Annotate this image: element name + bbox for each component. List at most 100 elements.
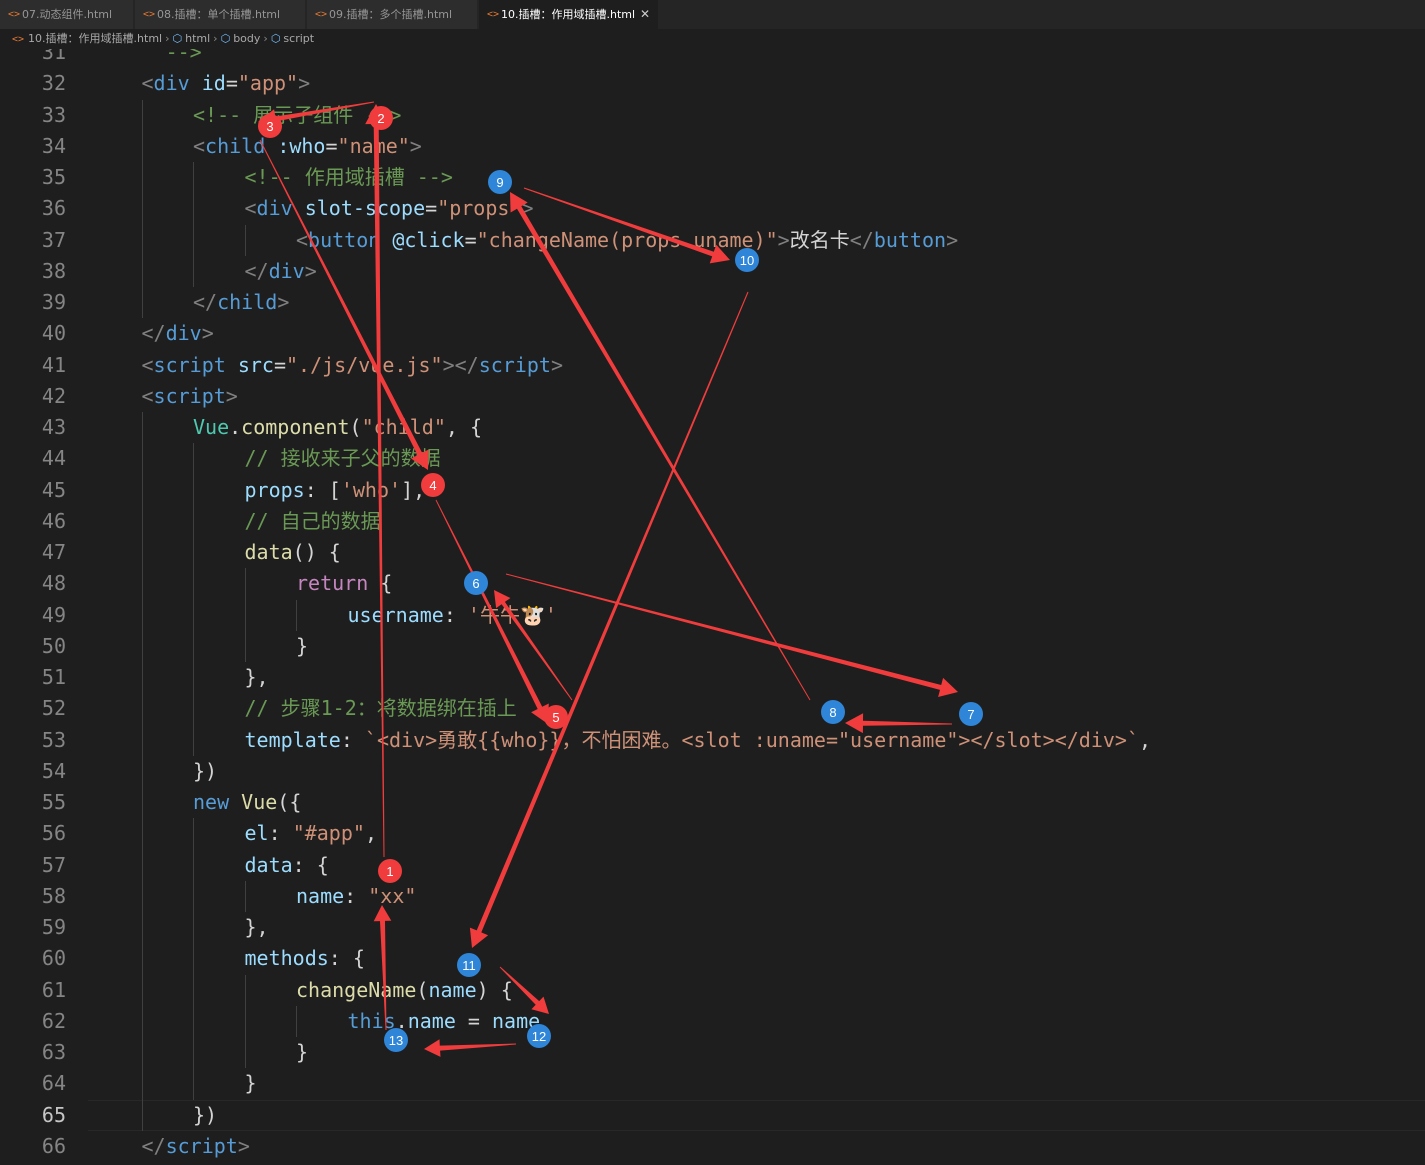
code-line[interactable]: <!-- 展示子组件 -->	[193, 100, 401, 131]
indent-guide	[141, 599, 143, 631]
line-number: 42	[41, 383, 66, 408]
line-number: 62	[41, 1008, 66, 1033]
indent-guide	[193, 724, 194, 756]
code-token: <	[193, 133, 206, 158]
indent-guide	[141, 193, 143, 225]
code-line[interactable]: }	[296, 1037, 308, 1068]
code-line[interactable]: Vue.component("child", {	[193, 412, 482, 443]
indent-guide	[141, 912, 143, 944]
breadcrumb-body[interactable]: body	[233, 32, 261, 45]
code-line[interactable]: -->	[142, 49, 202, 68]
code-line[interactable]: </div>	[142, 318, 214, 349]
code-token: // 步骤1-2：将数据绑在插上	[244, 696, 517, 721]
code-line[interactable]: data: {	[245, 850, 329, 881]
code-token: new	[193, 790, 230, 814]
code-line[interactable]: <child :who="name">	[193, 131, 422, 162]
code-token: =	[455, 1008, 493, 1033]
line-number: 63	[41, 1040, 66, 1064]
tab-09[interactable]: <>09.插槽：多个插槽.html	[307, 0, 478, 29]
code-token: : [	[304, 477, 341, 502]
indent-guide	[193, 1037, 194, 1069]
code-line[interactable]: return {	[296, 568, 392, 599]
chevron-right-icon: ›	[263, 32, 268, 45]
code-line[interactable]: })	[193, 1100, 217, 1131]
code-token: }	[244, 1071, 257, 1096]
code-line[interactable]: <script>	[142, 381, 238, 412]
code-line[interactable]: new Vue({	[193, 787, 301, 818]
tab-07[interactable]: <>07.动态组件.html	[0, 0, 134, 29]
indent-guide	[193, 974, 194, 1006]
code-line[interactable]: <div id="app">	[142, 68, 311, 99]
code-token: div	[165, 321, 202, 346]
code-line[interactable]: props: ['who'],	[245, 475, 426, 506]
code-line[interactable]: }	[296, 631, 308, 662]
code-line[interactable]: },	[245, 912, 269, 943]
code-line[interactable]: name: "xx"	[296, 881, 416, 912]
code-token: </	[141, 321, 166, 346]
code-line[interactable]: username: '牛牛🐮'	[348, 600, 557, 631]
code-line[interactable]: changeName(name) {	[296, 975, 513, 1006]
indent-guide	[244, 224, 246, 256]
tab-10-active[interactable]: <>10.插槽：作用域插槽.html ✕	[479, 0, 659, 29]
indent-guide	[193, 505, 194, 537]
code-token: =	[225, 71, 238, 96]
code-line[interactable]: </div>	[245, 256, 317, 287]
breadcrumb-script[interactable]: script	[283, 32, 315, 45]
code-line[interactable]: el: "#app",	[245, 818, 377, 849]
code-line[interactable]: </script>	[142, 1131, 250, 1162]
indent-guide	[141, 287, 143, 319]
code-token: changeName	[296, 977, 417, 1002]
code-line[interactable]: }	[245, 1068, 257, 1099]
code-line[interactable]: template: `<div>勇敢{{who}}，不怕困难。<slot :un…	[245, 725, 1152, 756]
code-line[interactable]: // 自己的数据	[245, 506, 381, 537]
code-token: () {	[292, 540, 341, 564]
code-token	[226, 353, 238, 377]
line-number: 31	[41, 49, 66, 64]
tab-08[interactable]: <>08.插槽：单个插槽.html	[135, 0, 306, 29]
line-number: 45	[41, 477, 66, 502]
code-line[interactable]: data() {	[245, 537, 341, 568]
code-token: }	[296, 633, 309, 658]
code-token: ],	[401, 477, 426, 502]
code-token: .	[229, 415, 242, 439]
code-line[interactable]: <button @click="changeName(props.uname)"…	[296, 225, 958, 256]
breadcrumb-html[interactable]: html	[185, 32, 211, 45]
code-line[interactable]: // 接收来子父的数据	[245, 443, 441, 474]
code-area[interactable]: --><div id="app"><!-- 展示子组件 --><child :w…	[90, 49, 1425, 1165]
indent-guide	[244, 974, 246, 1006]
indent-guide	[141, 255, 143, 287]
indent-guide	[141, 724, 143, 756]
close-icon[interactable]: ✕	[639, 7, 650, 21]
line-number: 39	[41, 290, 66, 314]
indent-guide	[141, 818, 143, 850]
indent-guide	[141, 1037, 143, 1069]
line-number: 44	[41, 446, 66, 471]
html-file-icon: <>	[143, 9, 156, 20]
line-number: 50	[41, 633, 66, 658]
line-number: 37	[41, 227, 66, 252]
code-token: ({	[277, 790, 302, 814]
code-token: <	[296, 227, 309, 252]
code-token: =	[464, 227, 477, 252]
code-line[interactable]: },	[245, 662, 269, 693]
code-line[interactable]: <div slot-scope="props">	[245, 193, 534, 224]
code-line[interactable]: methods: {	[245, 943, 365, 974]
code-line[interactable]: // 步骤1-2：将数据绑在插上	[245, 693, 517, 724]
indent-guide	[193, 1005, 194, 1037]
code-token: props	[244, 477, 305, 502]
indent-guide	[141, 787, 143, 819]
code-line[interactable]: <!-- 作用域插槽 -->	[245, 162, 453, 193]
breadcrumb-file[interactable]: 10.插槽：作用域插槽.html	[28, 32, 163, 45]
code-line[interactable]: <script src="./js/vue.js"></script>	[142, 350, 563, 381]
code-line[interactable]: </child>	[193, 287, 289, 318]
indent-guide	[193, 849, 194, 881]
code-line[interactable]: })	[193, 756, 217, 787]
indent-guide	[193, 912, 194, 944]
code-token: Vue	[193, 415, 230, 439]
code-token: "#app"	[292, 821, 365, 846]
indent-guide	[193, 693, 194, 725]
html-file-icon: <>	[12, 34, 25, 45]
code-line[interactable]: this.name = name	[348, 1006, 541, 1037]
